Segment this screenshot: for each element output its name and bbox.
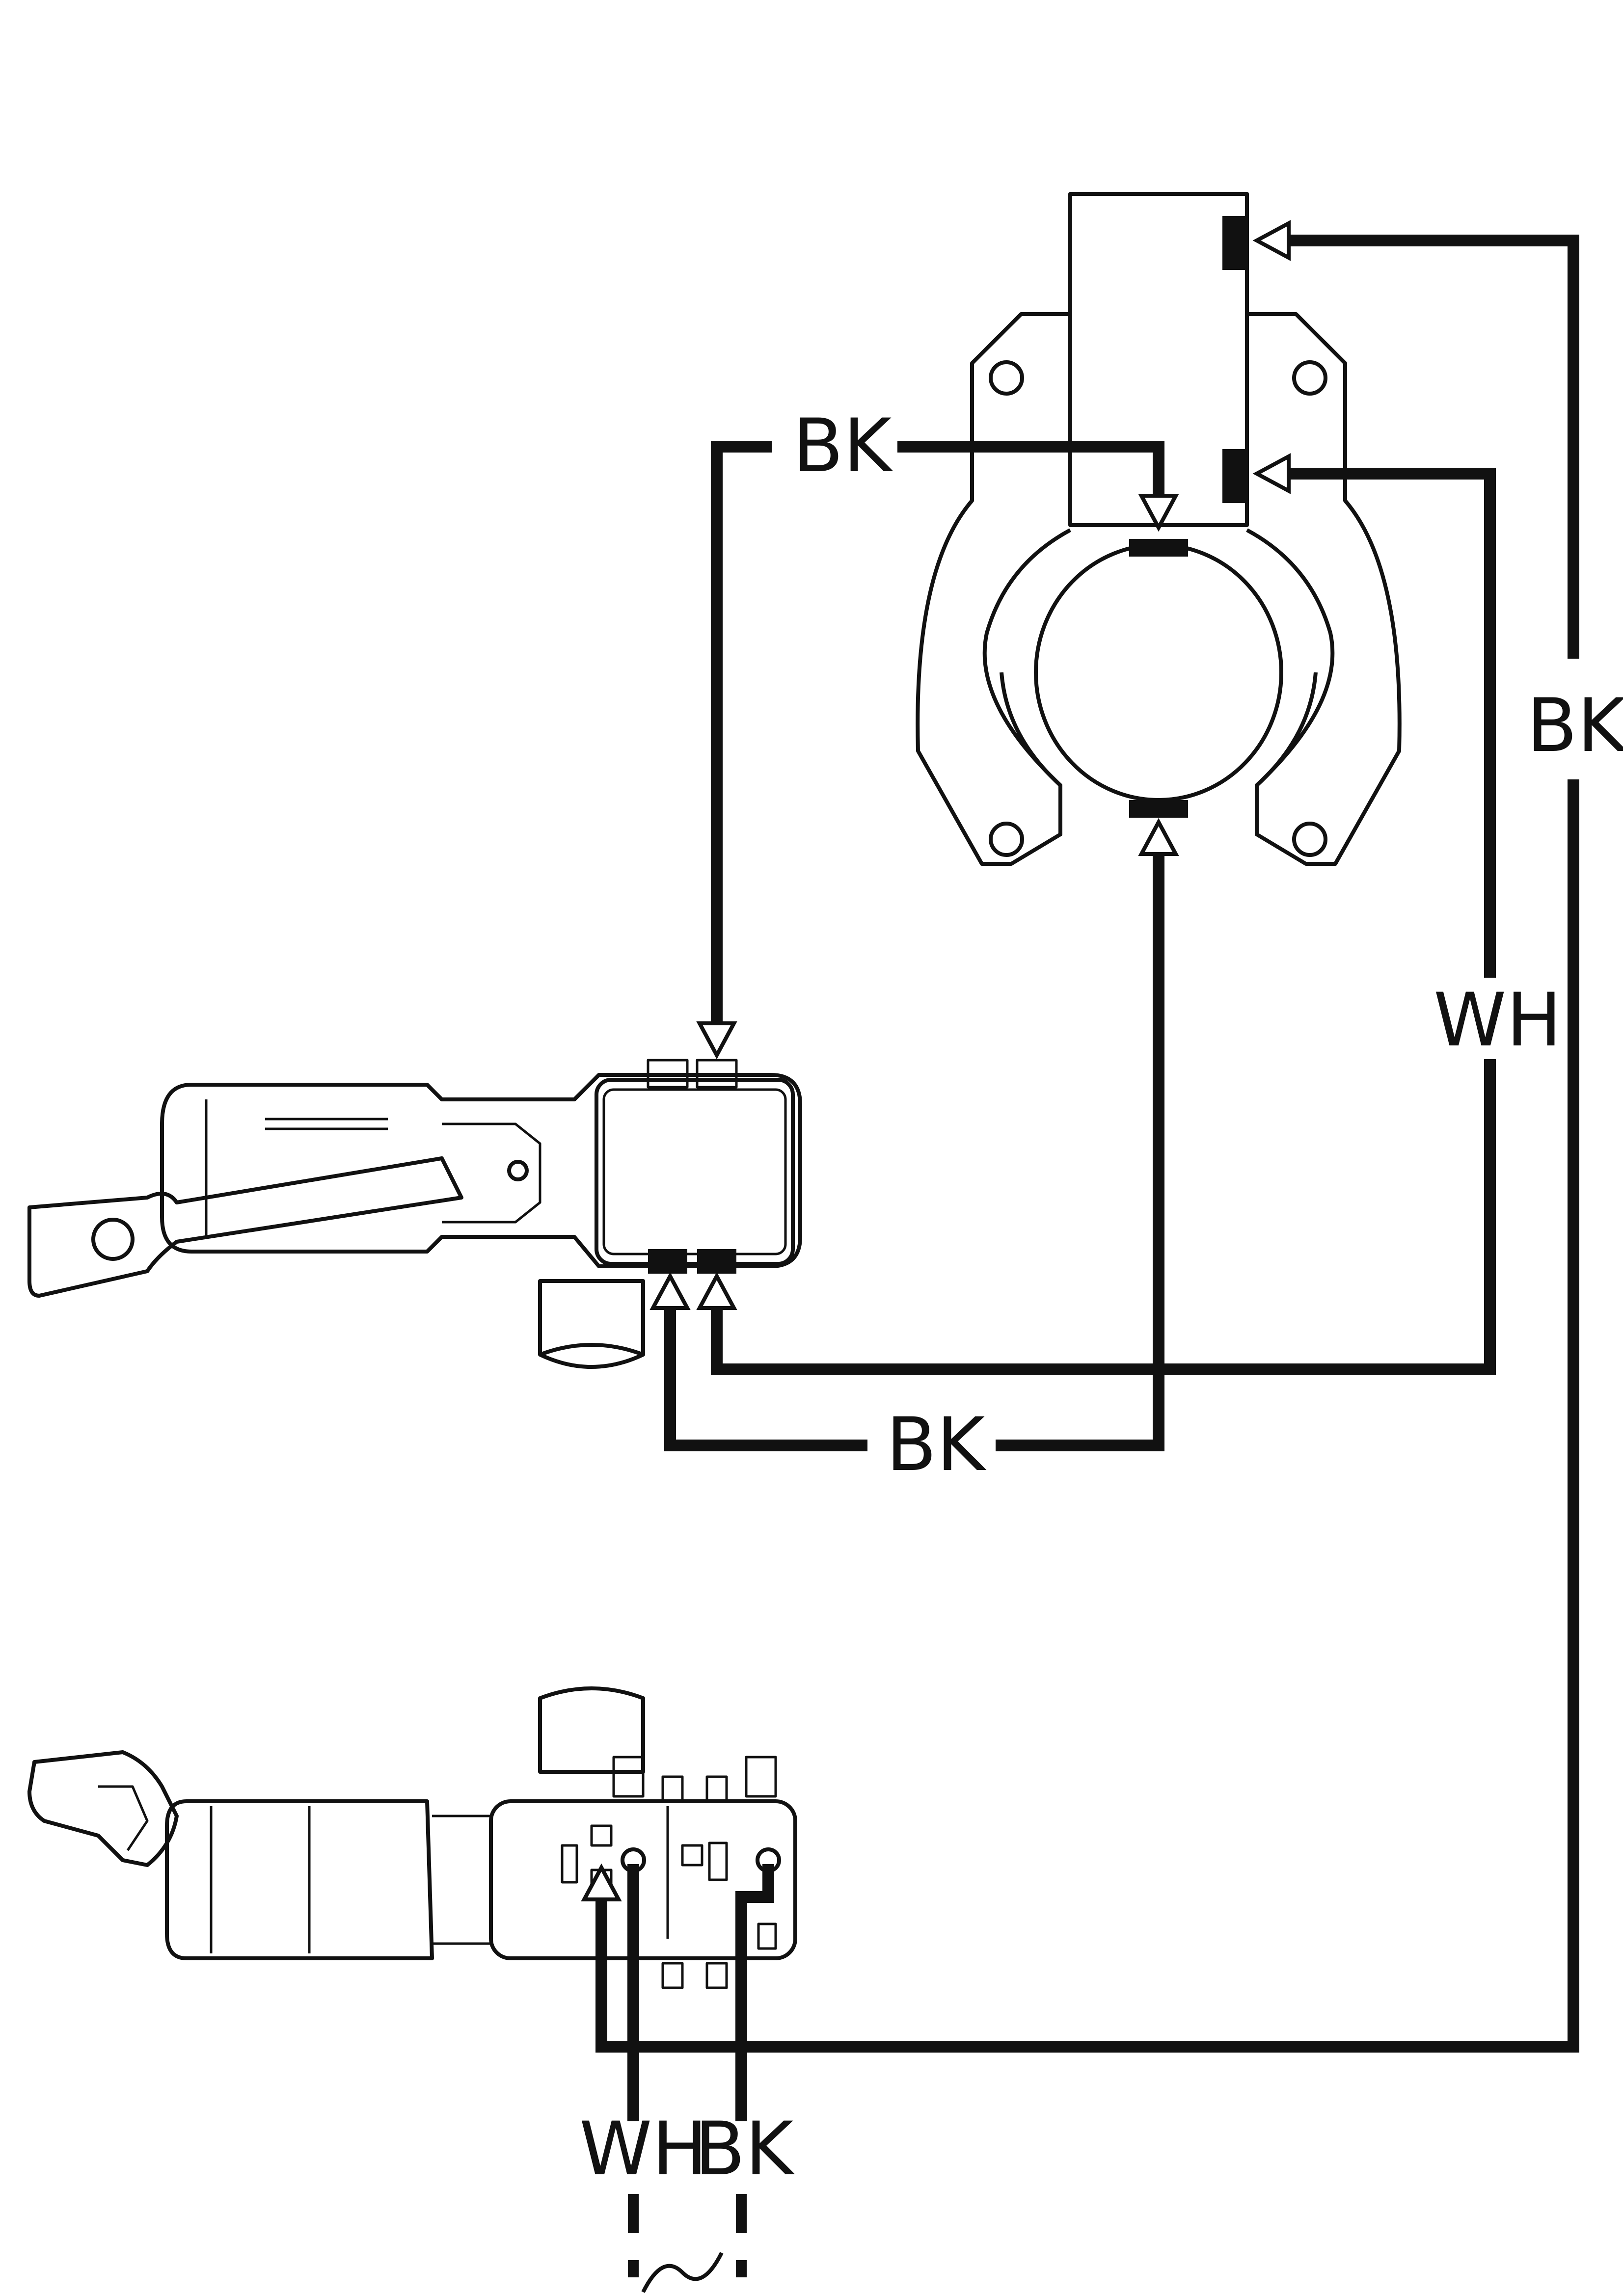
arrow-switch-bottom-lead [581, 1863, 622, 1901]
brush-contact-top [1129, 539, 1188, 557]
switch-capacitor [538, 1279, 645, 1369]
wire-bk-switch-to-brush-top [711, 441, 1164, 1022]
label-lead-black: BK [695, 2107, 795, 2192]
switch-housing [160, 1073, 802, 1268]
switch-terminal-bottom-right [697, 1249, 736, 1274]
switch-terminal-bottom-left [648, 1249, 687, 1274]
mounting-bracket [916, 312, 1402, 866]
mounting-hole-top-right [1292, 360, 1327, 396]
switch-top-cap [538, 1686, 645, 1774]
switch-top-pad-1 [561, 1844, 578, 1884]
switch-grip-detail [205, 1099, 541, 1237]
arrow-brush-bottom [1138, 818, 1179, 856]
arrow-switch-bottom-right [696, 1272, 737, 1310]
ac-source-symbol [641, 2252, 724, 2293]
arrow-switch-top-right [696, 1021, 737, 1060]
switch-top-housing [489, 1799, 797, 1960]
arrow-brush-top [1138, 494, 1179, 532]
arrow-field-top [1252, 220, 1291, 261]
switch-pivot [507, 1160, 529, 1181]
switch-top-body-rings [210, 1806, 492, 1953]
switch-top-pad-2 [590, 1824, 613, 1847]
mounting-hole-bottom-right [1292, 822, 1327, 857]
switch-top-body [165, 1799, 434, 1960]
switch-lever [27, 1156, 463, 1298]
mounting-hole-bottom-left [989, 822, 1024, 857]
switch-top-view [27, 1686, 797, 1989]
switch-top-pad-5 [708, 1842, 728, 1881]
bracket-inner-arc [1000, 672, 1318, 787]
wire-bk-middle-bottom [664, 848, 1164, 1451]
label-wire-top-left: BK [793, 403, 893, 489]
switch-side-view [27, 1059, 802, 1369]
switch-connector-inner [602, 1088, 787, 1255]
mounting-hole-top-left [989, 360, 1024, 396]
arrow-switch-bottom-left [649, 1272, 691, 1310]
switch-lever-hole [91, 1218, 135, 1261]
label-wire-middle-bottom: BK [886, 1402, 987, 1488]
switch-top-pad-4 [681, 1844, 703, 1867]
wire-wh-right-inner [711, 468, 1496, 1375]
switch-top-lever [27, 1750, 179, 1867]
wire-bk-right-outer [595, 235, 1579, 2053]
armature [1034, 543, 1283, 802]
switch-top-screws [612, 1756, 777, 1989]
switch-terminal-top-right [696, 1059, 738, 1089]
field-terminal-top [1222, 216, 1248, 270]
switch-top-pad-6 [757, 1922, 777, 1950]
switch-terminal-top-left [647, 1059, 689, 1089]
label-lead-white: WH [579, 2107, 707, 2192]
label-wire-right-inner: WH [1434, 978, 1562, 1063]
brush-contact-bottom [1129, 800, 1188, 818]
switch-connector-block [595, 1078, 795, 1266]
label-wire-right-outer: BK [1527, 683, 1623, 769]
switch-top-lever-slot [98, 1785, 149, 1851]
wire-lead-black [735, 1864, 774, 2121]
field-terminal-middle [1222, 449, 1248, 503]
arrow-field-middle [1252, 453, 1291, 494]
motor-brush-assembly [916, 192, 1402, 866]
